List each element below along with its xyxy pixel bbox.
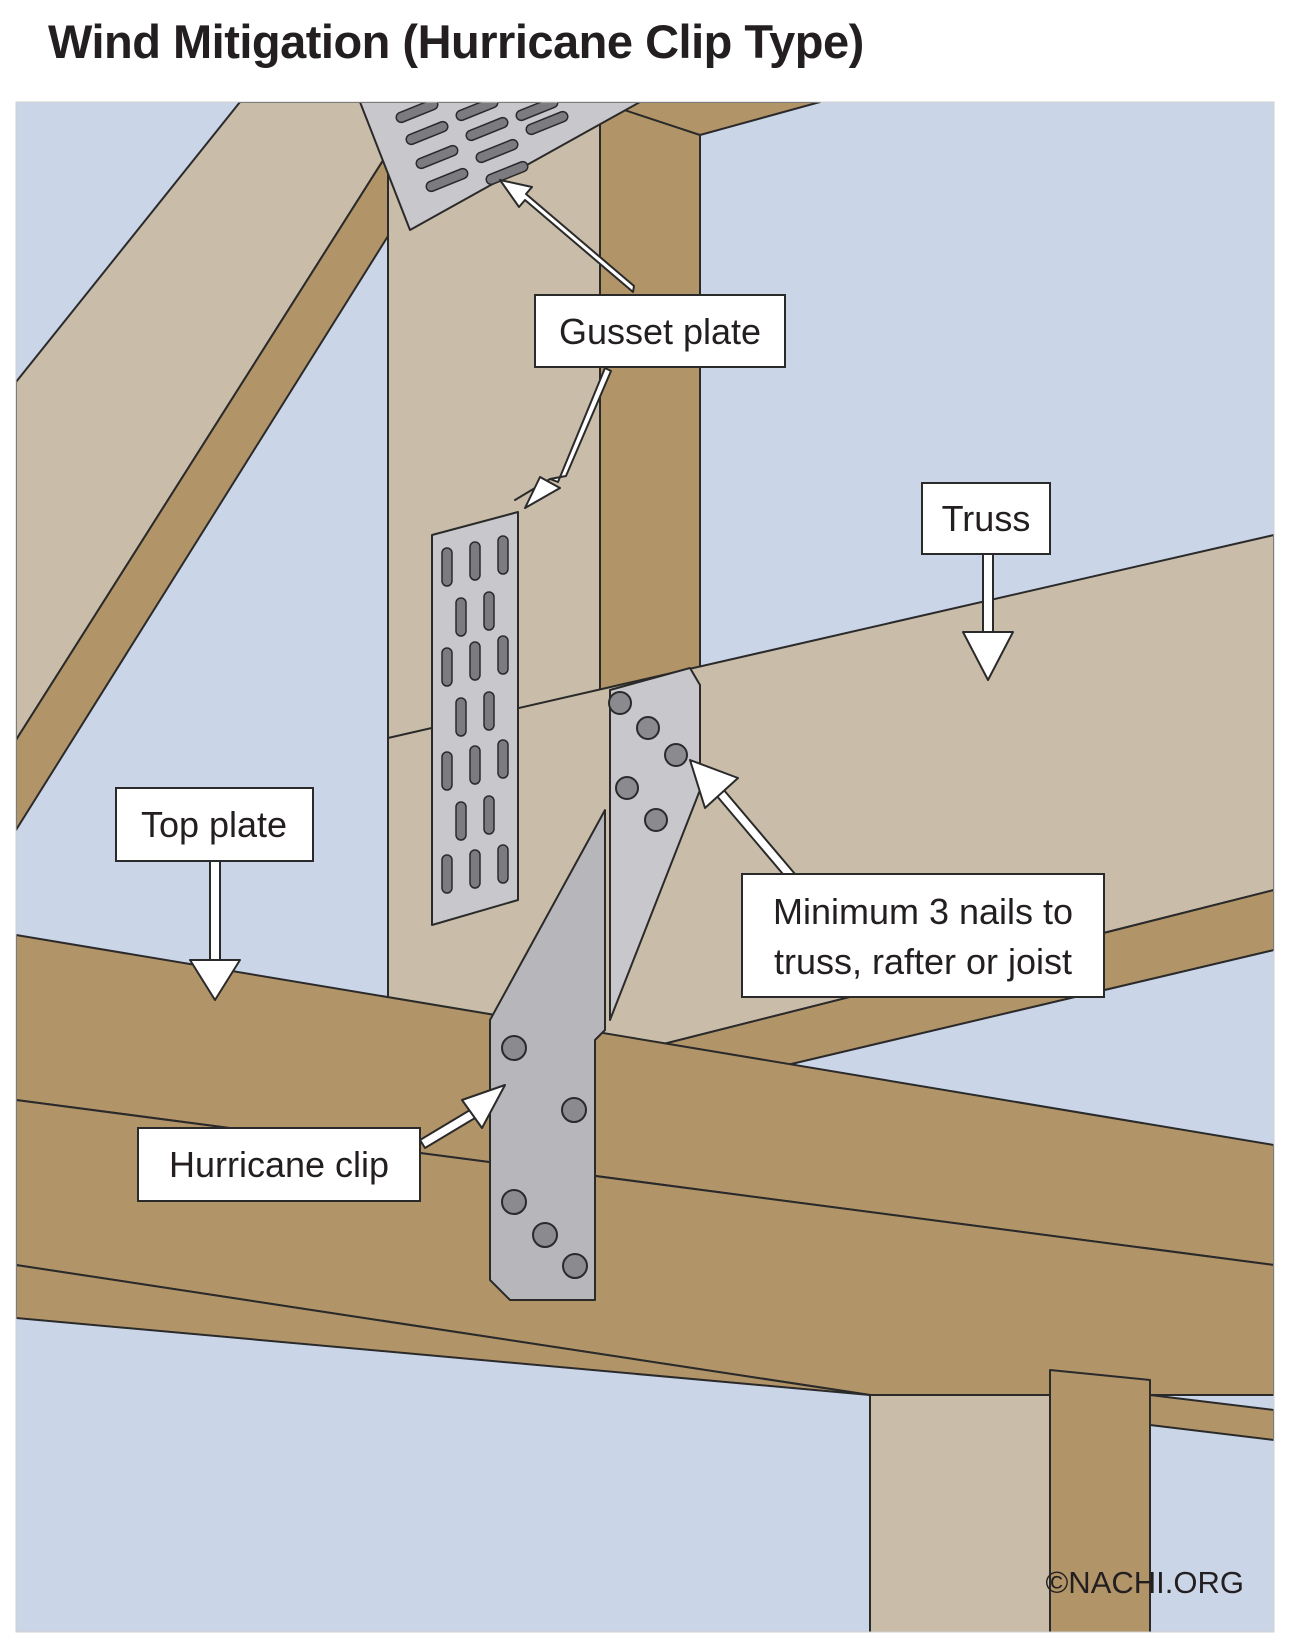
- hurricane-clip: [489, 667, 701, 1301]
- arrow-to-hurricane-clip-head: [461, 1084, 506, 1129]
- arrow-to-top-plate-shaft: [209, 859, 221, 961]
- callout-arrows: [189, 179, 1014, 1149]
- top-plate-lower-face: [16, 1264, 871, 1396]
- callout-gusset-plate-text: Gusset plate: [559, 311, 761, 352]
- arrow-to-upper-gusset: [499, 179, 635, 293]
- callout-truss: Truss: [921, 482, 1051, 555]
- upper-gusset-slots: [395, 102, 569, 193]
- arrow-to-clip-nails-head: [689, 759, 739, 809]
- diagram-title: Wind Mitigation (Hurricane Clip Type): [48, 15, 864, 68]
- arrow-to-top-plate-head: [189, 959, 241, 1001]
- hurricane-clip-body: [489, 809, 606, 1301]
- top-plate-top-face: [16, 934, 1274, 1266]
- arrow-to-truss-head: [962, 631, 1014, 681]
- credit: ©NACHI.ORG: [1045, 1565, 1244, 1600]
- callout-nails-line1: Minimum 3 nails to: [773, 891, 1073, 932]
- callout-hurricane-clip-text: Hurricane clip: [169, 1144, 389, 1185]
- far-wall-plate: [1149, 1394, 1274, 1441]
- callout-hurricane-clip: Hurricane clip: [137, 1127, 421, 1202]
- arrow-to-truss-shaft: [982, 551, 994, 633]
- callout-top-plate-text: Top plate: [141, 804, 287, 845]
- lower-gusset-slots: [441, 535, 509, 894]
- illustration-frame: [15, 101, 1275, 1633]
- callout-nails: Minimum 3 nails to truss, rafter or jois…: [741, 873, 1105, 998]
- arrow-to-lower-gusset: [514, 367, 612, 501]
- wall-stud-face: [869, 1394, 1051, 1632]
- lower-gusset-plate: [431, 511, 519, 926]
- callout-top-plate: Top plate: [115, 787, 314, 862]
- callout-gusset-plate: Gusset plate: [534, 294, 786, 368]
- callout-truss-text: Truss: [942, 498, 1031, 539]
- wall-stud-side: [1049, 1369, 1151, 1632]
- callout-nails-line2: truss, rafter or joist: [774, 941, 1072, 982]
- arrow-to-lower-gusset-head: [524, 476, 561, 509]
- hurricane-clip-nails: [501, 691, 688, 1279]
